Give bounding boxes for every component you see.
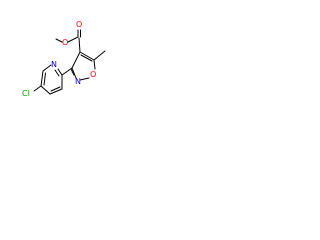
- atom-label-pyridine-n: N: [51, 60, 57, 69]
- bond-c5-cl: [33, 85, 42, 92]
- bond-carbonyl-c4: [78, 37, 81, 53]
- chemical-structure: O O O N N Cl: [22, 20, 106, 98]
- bond-py-c2-n: [57, 68, 63, 76]
- bond-py-c2-n-inner: [54, 69, 60, 77]
- bond-o1-n2: [79, 77, 90, 81]
- atom-label-carbonyl-o: O: [76, 20, 82, 29]
- bond-o-carbonyl: [67, 36, 79, 43]
- bond-c5-methyl: [93, 50, 106, 61]
- bond-n2-c3-inner: [70, 68, 75, 76]
- bond-c5-o1: [93, 59, 96, 70]
- bond-py-c4-c3-inner: [50, 86, 61, 92]
- bond-c3-c4: [71, 51, 81, 69]
- atom-label-chlorine: Cl: [22, 89, 30, 98]
- bond-py-n-c6: [42, 64, 52, 72]
- bond-c3-pyridine: [61, 67, 73, 76]
- atom-label-ring-o: O: [90, 70, 96, 79]
- bond-n2-c3: [71, 67, 77, 79]
- bond-py-c5-c4: [40, 85, 51, 95]
- atom-label-ester-o: O: [62, 38, 68, 47]
- bond-c4-c5-inner: [80, 54, 93, 62]
- bond-c4-c5: [79, 51, 95, 61]
- bond-lines: [33, 29, 106, 95]
- structure-canvas: O O O N N Cl: [0, 0, 152, 152]
- bond-py-c6-c5: [40, 70, 44, 87]
- atom-label-ring-n: N: [75, 77, 81, 86]
- bond-py-c6-c5-inner: [43, 72, 46, 86]
- bond-methyl-o: [55, 38, 63, 43]
- bond-py-c4-c3: [49, 88, 63, 95]
